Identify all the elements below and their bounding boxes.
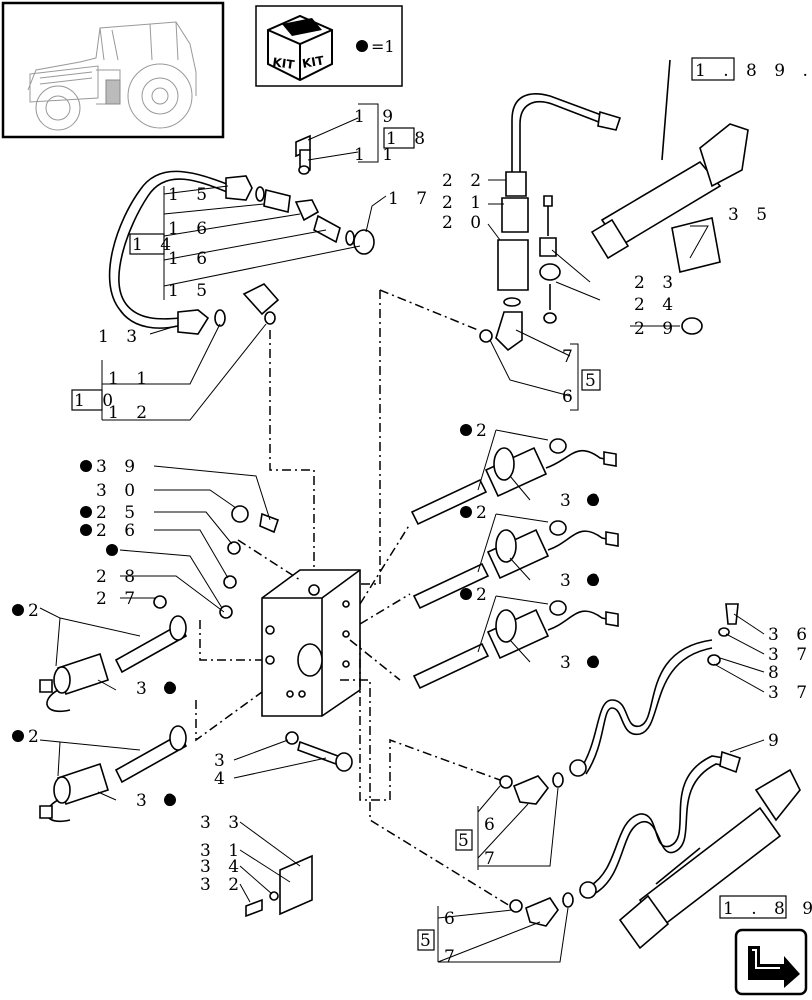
label-2a[interactable]: 2 <box>476 421 493 441</box>
ref-14[interactable]: 1 4 <box>132 235 177 255</box>
label-38d[interactable]: 3 8 <box>136 679 181 699</box>
label-38e[interactable]: 3 8 <box>136 791 181 811</box>
label-37b[interactable]: 3 7 <box>768 683 812 703</box>
part-number-labels[interactable]: 1 9 1 1 1 7 1 5 1 6 1 6 1 5 1 3 1 1 1 2 … <box>28 107 812 967</box>
label-36[interactable]: 3 6 <box>768 625 812 645</box>
small-parts-25-30[interactable] <box>153 505 280 619</box>
label-15b[interactable]: 1 5 <box>168 281 213 301</box>
label-16a[interactable]: 1 6 <box>168 219 213 239</box>
solenoid-valve-5[interactable] <box>39 725 188 823</box>
label-17[interactable]: 1 7 <box>388 189 433 209</box>
ref-5a[interactable]: 5 <box>585 371 602 391</box>
elbow-fitting-6-7-bottom[interactable] <box>509 892 574 927</box>
lift-cylinder-bottom-right[interactable] <box>618 768 801 950</box>
label-31[interactable]: 3 1 <box>200 841 245 861</box>
brackets <box>101 103 579 962</box>
lift-cylinder-top-right[interactable] <box>590 59 749 273</box>
label-13[interactable]: 1 3 <box>98 327 143 347</box>
label-32[interactable]: 3 2 <box>200 875 245 895</box>
ref-10[interactable]: 1 0 <box>74 391 119 411</box>
ref-18[interactable]: 1 8 <box>386 129 431 149</box>
kit-marker-dots <box>12 424 599 806</box>
svg-text:KIT: KIT <box>272 55 296 72</box>
label-6a[interactable]: 6 <box>562 387 579 407</box>
pipe-line-8[interactable] <box>569 603 739 777</box>
label-7c[interactable]: 7 <box>444 947 461 967</box>
solenoid-valve-3[interactable] <box>412 600 619 690</box>
label-21[interactable]: 2 1 <box>442 193 487 213</box>
label-27[interactable]: 2 7 <box>96 589 141 609</box>
ref-top-right[interactable]: 1 . 8 9 . 6 <box>695 61 812 81</box>
label-2e[interactable]: 2 <box>28 727 45 747</box>
label-39[interactable]: 3 9 <box>96 457 141 477</box>
solenoid-valve-2[interactable] <box>412 520 619 610</box>
hose-assembly-20-22[interactable] <box>479 93 622 352</box>
elbow-fitting-6-7-middle[interactable] <box>499 772 564 805</box>
label-11b[interactable]: 1 1 <box>108 369 153 389</box>
solenoid-valve-1[interactable] <box>410 438 617 526</box>
label-7a[interactable]: 7 <box>562 347 579 367</box>
label-20[interactable]: 2 0 <box>442 213 487 233</box>
label-11a[interactable]: 1 1 <box>354 145 399 165</box>
next-page-arrow-icon[interactable] <box>734 928 808 996</box>
label-29[interactable]: 2 9 <box>634 319 679 339</box>
label-26[interactable]: 2 6 <box>96 521 141 541</box>
label-38a[interactable]: 3 8 <box>560 491 605 511</box>
label-28[interactable]: 2 8 <box>96 567 141 587</box>
solenoid-valve-4[interactable] <box>39 615 188 713</box>
label-2c[interactable]: 2 <box>476 585 493 605</box>
label-3[interactable]: 3 <box>214 751 231 771</box>
label-4[interactable]: 4 <box>214 769 231 789</box>
label-23[interactable]: 2 3 <box>634 273 679 293</box>
fittings-15-16-17[interactable] <box>242 134 375 325</box>
label-7b[interactable]: 7 <box>484 849 501 869</box>
ref-bottom-right[interactable]: 1 . 8 9 <box>723 899 812 919</box>
dashed-connections <box>195 289 511 907</box>
label-19[interactable]: 1 9 <box>354 107 399 127</box>
label-38b[interactable]: 3 8 <box>560 571 605 591</box>
cap-29[interactable] <box>681 317 703 335</box>
label-33[interactable]: 3 3 <box>200 813 245 833</box>
label-2d[interactable]: 2 <box>28 601 45 621</box>
kit-legend-text: =1 <box>371 37 395 56</box>
ref-5c[interactable]: 5 <box>420 931 437 951</box>
ref-boxes[interactable]: 1 . 8 9 . 6 1 . 8 9 1 8 1 4 1 0 5 5 5 <box>71 57 812 951</box>
label-38c[interactable]: 3 8 <box>560 653 605 673</box>
cap-and-chain-23-24[interactable] <box>539 195 703 335</box>
label-8[interactable]: 8 <box>768 663 785 683</box>
label-34[interactable]: 3 4 <box>200 857 245 877</box>
kit-legend: KIT KIT =1 <box>255 5 403 87</box>
ref-5b[interactable]: 5 <box>458 831 475 851</box>
label-25[interactable]: 2 5 <box>96 503 141 523</box>
bracket-31-34[interactable] <box>245 854 313 918</box>
tractor-thumbnail[interactable] <box>1 1 225 139</box>
label-24[interactable]: 2 4 <box>634 295 679 315</box>
label-15a[interactable]: 1 5 <box>168 185 213 205</box>
label-12[interactable]: 1 2 <box>108 403 153 423</box>
label-6b[interactable]: 6 <box>484 815 501 835</box>
kit-cube-icon: KIT KIT <box>267 14 333 82</box>
label-16b[interactable]: 1 6 <box>168 249 213 269</box>
label-9[interactable]: 9 <box>768 731 785 751</box>
label-22[interactable]: 2 2 <box>442 171 487 191</box>
label-2b[interactable]: 2 <box>476 503 493 523</box>
svg-text:KIT: KIT <box>301 53 326 71</box>
control-valve-block[interactable] <box>261 569 361 717</box>
pipe-line-9[interactable] <box>579 750 741 899</box>
label-6c[interactable]: 6 <box>444 909 461 929</box>
label-37a[interactable]: 3 7 <box>768 645 812 665</box>
label-30[interactable]: 3 0 <box>96 481 141 501</box>
label-35[interactable]: 3 5 <box>728 205 773 225</box>
hose-assembly-13[interactable] <box>108 170 253 335</box>
bolt-3-4[interactable] <box>285 731 353 772</box>
leader-lines <box>39 117 765 963</box>
kit-dot-icon <box>356 40 368 52</box>
